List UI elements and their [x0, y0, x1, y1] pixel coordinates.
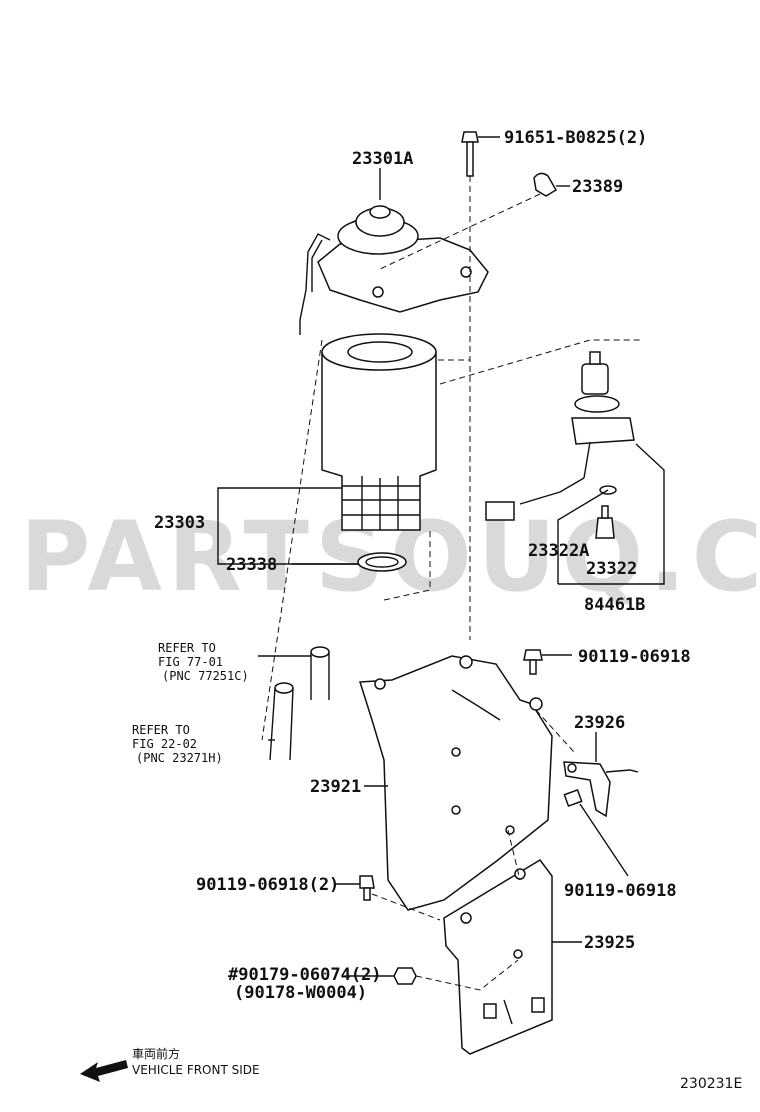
- callout-90119-right: 90119-06918: [564, 881, 677, 901]
- vehicle-front-label-jp: 車両前方: [132, 1046, 180, 1061]
- svg-text:(PNC 23271H): (PNC 23271H): [136, 751, 223, 765]
- bolt-90119-top[interactable]: [523, 649, 543, 675]
- callout-90119-top: 90119-06918: [578, 647, 691, 667]
- callout-23322: 23322: [586, 559, 637, 579]
- callout-23338: 23338: [226, 555, 277, 575]
- svg-text:FIG 77-01: FIG 77-01: [158, 655, 223, 669]
- filter-head-23301a[interactable]: [299, 205, 489, 335]
- bracket-23925[interactable]: [443, 859, 553, 1055]
- svg-text:FIG 22-02: FIG 22-02: [132, 737, 197, 751]
- o-ring-23338[interactable]: [357, 552, 407, 572]
- hose-77251c[interactable]: [310, 646, 330, 700]
- clip-23389[interactable]: [533, 172, 558, 197]
- svg-text:REFER TO: REFER TO: [158, 641, 216, 655]
- bracket-23921[interactable]: [358, 655, 553, 911]
- bracket-23926[interactable]: [563, 761, 639, 818]
- callout-90179: #90179-06074(2): [228, 965, 382, 985]
- callout-91651: 91651-B0825(2): [504, 128, 647, 148]
- figure-code: 230231E: [680, 1076, 742, 1092]
- svg-text:REFER TO: REFER TO: [132, 723, 190, 737]
- callout-23301a: 23301A: [352, 149, 413, 169]
- callout-90178: (90178-W0004): [234, 983, 367, 1003]
- sensor-23322[interactable]: [485, 351, 635, 521]
- callout-23303: 23303: [154, 513, 205, 533]
- callout-23389: 23389: [572, 177, 623, 197]
- callout-23921: 23921: [310, 777, 361, 797]
- alignment-lines: [261, 176, 640, 991]
- callout-84461b: 84461B: [584, 595, 645, 615]
- hose-23271h[interactable]: [269, 682, 294, 761]
- refer-note-77-01: REFER TO FIG 77-01 (PNC 77251C): [158, 641, 249, 683]
- bolt-90119-right[interactable]: [563, 789, 583, 807]
- filter-element-23303[interactable]: [321, 333, 437, 531]
- callout-23322a: 23322A: [528, 541, 589, 561]
- nut-90179[interactable]: [393, 967, 417, 985]
- svg-text:(PNC 77251C): (PNC 77251C): [162, 669, 249, 683]
- bolt-91651[interactable]: [461, 131, 479, 177]
- refer-note-22-02: REFER TO FIG 22-02 (PNC 23271H): [132, 723, 223, 765]
- vehicle-front-label-en: VEHICLE FRONT SIDE: [132, 1063, 260, 1077]
- callout-23925: 23925: [584, 933, 635, 953]
- bolt-90119-left[interactable]: [359, 875, 375, 901]
- callout-23926: 23926: [574, 713, 625, 733]
- vehicle-front-arrow-icon: [80, 1060, 128, 1082]
- callout-90119-left: 90119-06918(2): [196, 875, 339, 895]
- leader-lines: [217, 136, 629, 977]
